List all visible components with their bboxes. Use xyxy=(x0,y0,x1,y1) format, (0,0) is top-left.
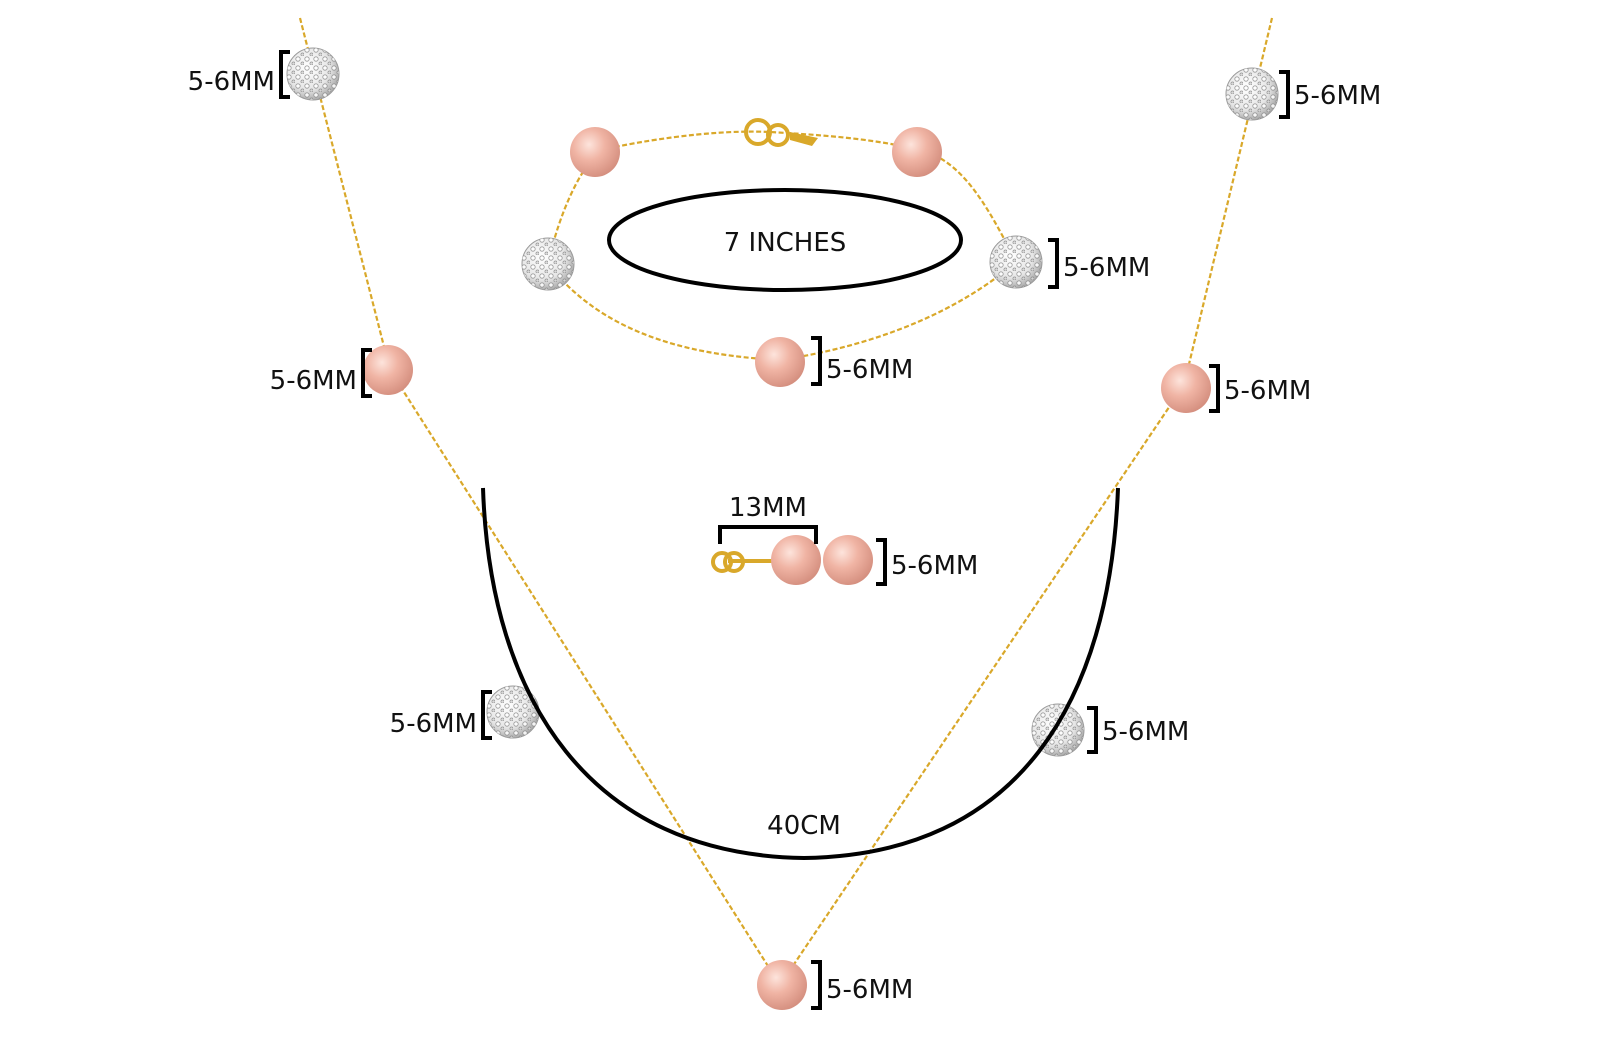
bracelet-pearl-bead xyxy=(755,337,805,387)
size-bracket xyxy=(361,348,372,398)
size-bracket xyxy=(811,336,822,386)
bracelet: 7 INCHES xyxy=(521,118,1043,387)
size-label: 5-6MM xyxy=(270,366,357,396)
size-label: 5-6MM xyxy=(390,709,477,739)
necklace-crystal-bead xyxy=(286,47,340,101)
size-label: 5-6MM xyxy=(1224,376,1311,406)
size-bracket xyxy=(876,538,887,586)
stud-earrings: 13MM xyxy=(711,493,873,585)
necklace-chain-left xyxy=(298,17,781,986)
necklace-pearl-bead xyxy=(1161,363,1211,413)
size-label: 5-6MM xyxy=(826,355,913,385)
size-label: 5-6MM xyxy=(1063,253,1150,283)
bracelet-length-label: 7 INCHES xyxy=(724,228,847,258)
necklace-crystal-bead xyxy=(1225,67,1279,121)
bracelet-crystal-bead xyxy=(989,235,1043,289)
size-bracket xyxy=(811,960,822,1010)
size-bracket xyxy=(1087,706,1098,754)
bracelet-clasp-icon xyxy=(744,118,818,147)
earring-pearl xyxy=(771,535,821,585)
size-label: 5-6MM xyxy=(826,975,913,1005)
size-bracket xyxy=(1209,364,1220,413)
earring-pearl xyxy=(823,535,873,585)
necklace-pearl-bead xyxy=(363,345,413,395)
necklace xyxy=(286,17,1279,1010)
size-bracket xyxy=(279,50,290,99)
necklace-length-arc xyxy=(481,487,1120,861)
bracelet-pearl-bead xyxy=(892,127,942,177)
bracelet-length-ellipse xyxy=(607,188,963,292)
size-label: 5-6MM xyxy=(891,551,978,581)
size-bracket xyxy=(1279,70,1290,119)
necklace-pearl-bead xyxy=(757,960,807,1010)
size-label: 5-6MM xyxy=(188,67,275,97)
necklace-chain-right xyxy=(779,17,1274,986)
bracelet-pearl-bead xyxy=(570,127,620,177)
bracelet-crystal-bead xyxy=(521,237,575,291)
earring-length-bracket xyxy=(718,525,818,544)
size-bracket xyxy=(481,690,492,740)
necklace-length-label: 40CM xyxy=(767,811,841,841)
size-label: 5-6MM xyxy=(1102,717,1189,747)
size-bracket xyxy=(1048,238,1059,289)
size-label: 5-6MM xyxy=(1294,81,1381,111)
earring-length-label: 13MM xyxy=(729,493,807,523)
